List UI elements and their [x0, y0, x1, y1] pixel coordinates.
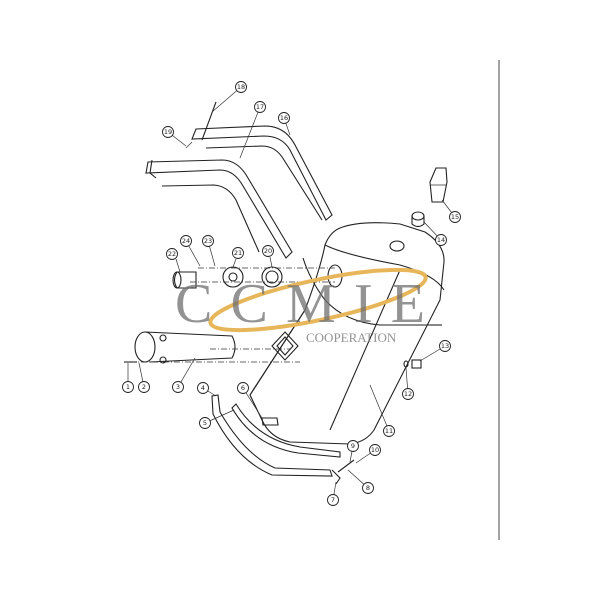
level-sender: [429, 167, 448, 203]
callout-number: 11: [385, 427, 393, 435]
callout-circle: [262, 245, 274, 257]
washer: [185, 141, 193, 149]
callout-number: 1: [126, 383, 130, 391]
callout-3: 3: [172, 381, 184, 393]
callout-number: 14: [437, 236, 445, 244]
watermark-swoosh: [208, 267, 428, 333]
callout-15: 15: [449, 211, 461, 223]
filler-cap: [411, 211, 425, 228]
callout-circle: [162, 126, 174, 138]
callout-number: 12: [404, 390, 412, 398]
callout-circle: [347, 440, 359, 452]
callout-6: 6: [237, 382, 249, 394]
callout-number: 3: [176, 383, 180, 391]
tank-strap: [211, 394, 355, 485]
callout-circle: [254, 101, 266, 113]
callout-circle: [237, 382, 249, 394]
callout-circle: [122, 381, 134, 393]
callout-circle: [232, 247, 244, 259]
callout-circle: [180, 235, 192, 247]
callout-22: 22: [166, 248, 178, 260]
callout-5: 5: [199, 417, 211, 429]
callout-1: 1: [122, 381, 134, 393]
callout-9: 9: [347, 440, 359, 452]
callout-10: 10: [369, 444, 381, 456]
callout-13: 13: [439, 340, 451, 352]
callout-circle: [235, 81, 247, 93]
callout-circle: [327, 494, 339, 506]
callout-number: 18: [237, 83, 245, 91]
callout-number: 10: [371, 446, 379, 454]
callout-23: 23: [202, 235, 214, 247]
callout-number: 16: [280, 114, 288, 122]
callout-circle: [439, 340, 451, 352]
watermark-logo: CCMIE COOPERATION: [175, 267, 428, 345]
callout-12: 12: [402, 388, 414, 400]
callout-8: 8: [362, 482, 374, 494]
bolt: [201, 101, 217, 141]
callout-17: 17: [254, 101, 266, 113]
callout-number: 17: [256, 103, 264, 111]
callout-circle: [166, 248, 178, 260]
callout-number: 7: [331, 496, 335, 504]
callout-number: 15: [451, 213, 459, 221]
callout-circle: [435, 234, 447, 246]
callout-number: 6: [241, 384, 245, 392]
filter-assembly: [124, 331, 300, 364]
callout-2: 2: [138, 381, 150, 393]
callout-24: 24: [180, 235, 192, 247]
callout-number: 22: [168, 250, 176, 258]
callout-16: 16: [278, 112, 290, 124]
callout-number: 19: [164, 128, 172, 136]
callout-circle: [202, 235, 214, 247]
callout-number: 20: [264, 247, 272, 255]
callout-number: 4: [201, 384, 205, 392]
callout-circle: [449, 211, 461, 223]
callout-circle: [362, 482, 374, 494]
callout-number: 13: [441, 342, 449, 350]
callout-14: 14: [435, 234, 447, 246]
upper-guard-rail: [191, 125, 333, 221]
callout-circle: [138, 381, 150, 393]
callout-19: 19: [162, 126, 174, 138]
lower-guard-rail: [145, 159, 293, 259]
callout-number: 2: [142, 383, 146, 391]
callout-21: 21: [232, 247, 244, 259]
callout-circle: [369, 444, 381, 456]
callout-number: 5: [203, 419, 207, 427]
callout-circle: [172, 381, 184, 393]
callout-circle: [197, 382, 209, 394]
callout-11: 11: [383, 425, 395, 437]
callout-number: 24: [182, 237, 190, 245]
callout-number: 21: [234, 249, 242, 257]
drain-fitting: [403, 359, 422, 369]
callout-number: 23: [204, 237, 212, 245]
callout-20: 20: [262, 245, 274, 257]
watermark-subtitle: COOPERATION: [306, 330, 397, 345]
callout-number: 8: [366, 484, 370, 492]
callout-circle: [199, 417, 211, 429]
callout-circle: [278, 112, 290, 124]
callout-circle: [402, 388, 414, 400]
callout-number: 9: [351, 442, 355, 450]
fuel-hose: [302, 257, 430, 326]
callout-7: 7: [327, 494, 339, 506]
callout-18: 18: [235, 81, 247, 93]
callout-circle: [383, 425, 395, 437]
callout-4: 4: [197, 382, 209, 394]
